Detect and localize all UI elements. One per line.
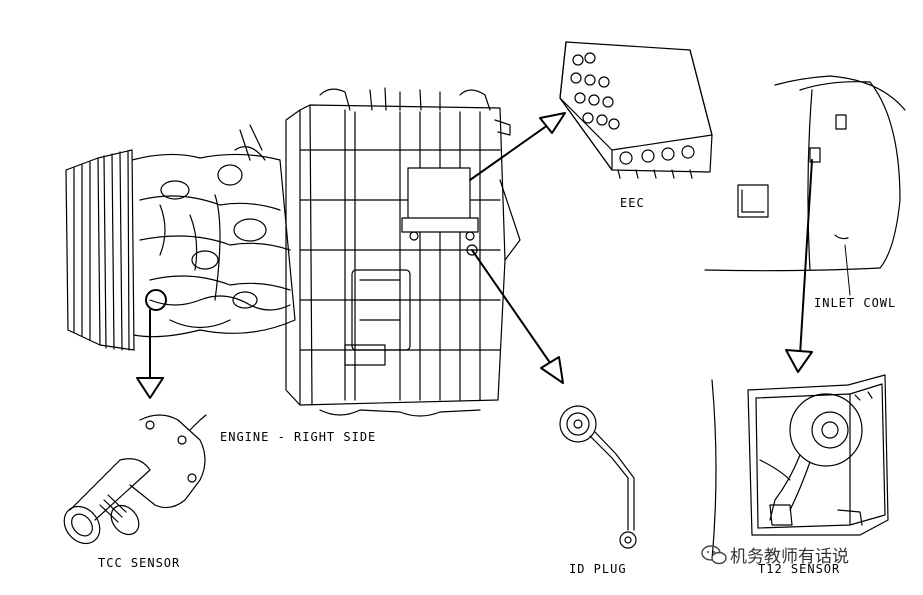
engine-core-casing: [285, 87, 521, 417]
engine-tcc-location: [145, 289, 167, 311]
engine-fan-case: [65, 149, 135, 351]
engine-id-plug-location: [466, 244, 478, 256]
arrow-to-eec: [469, 119, 556, 181]
arrow-to-eec-head: [539, 112, 566, 134]
inlet-cowl-label: INLET COWL: [814, 296, 897, 310]
arrow-to-tcc-head: [136, 377, 164, 399]
eec-illustration: [559, 41, 713, 179]
arrow-to-t12-head: [785, 349, 813, 373]
arrow-to-id-plug: [471, 249, 556, 371]
tcc-sensor-illustration: [63, 414, 207, 545]
tcc-sensor-label: TCC SENSOR: [98, 556, 181, 570]
arrow-to-t12: [799, 159, 813, 356]
engine-right-side-label: ENGINE - RIGHT SIDE: [220, 430, 377, 444]
engine-eec-box: [401, 167, 479, 241]
wechat-bubble-icon: [701, 545, 727, 565]
inlet-cowl-leader: [844, 244, 851, 296]
id-plug-label: ID PLUG: [569, 562, 627, 576]
arrow-to-id-plug-head: [540, 356, 564, 384]
arrows: [136, 112, 851, 399]
t12-sensor-illustration: [711, 374, 889, 561]
watermark-text: 机务教师有话说: [730, 547, 849, 567]
inlet-cowl-illustration: [704, 75, 906, 272]
id-plug-illustration: [559, 405, 637, 549]
t12-sensor-label: T12 SENSOR: [758, 562, 841, 576]
engine-illustration: [65, 87, 521, 417]
engine-accessories: [131, 124, 296, 338]
eec-label: EEC: [620, 196, 645, 210]
